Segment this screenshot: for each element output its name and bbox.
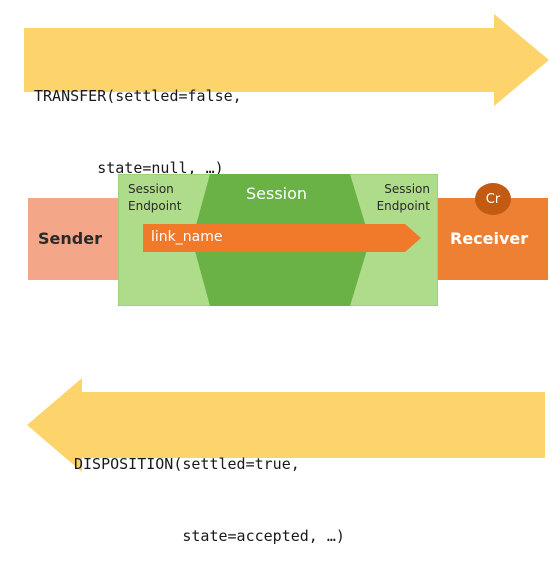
right-endpoint-label: Session Endpoint (368, 181, 430, 215)
link-arrow (143, 224, 421, 252)
left-endpoint-line-1: Session (128, 182, 174, 196)
credit-badge: Cr (475, 183, 511, 215)
transfer-arrow (24, 14, 549, 472)
sender-label: Sender (38, 229, 102, 248)
credit-badge-label: Cr (485, 191, 501, 207)
right-endpoint-line-1: Session (384, 182, 430, 196)
disposition-line-2: state=accepted, …) (74, 527, 345, 545)
transfer-text: TRANSFER(settled=false, state=null, …) (34, 36, 242, 204)
link-arrow-shape (143, 224, 421, 252)
left-endpoint-line-2: Endpoint (128, 199, 182, 213)
disposition-text: DISPOSITION(settled=true, state=accepted… (74, 404, 345, 572)
right-endpoint-line-2: Endpoint (376, 199, 430, 213)
disposition-line-1: DISPOSITION(settled=true, (74, 455, 300, 473)
receiver-label: Receiver (450, 229, 529, 248)
disposition-arrow-shape (27, 378, 545, 472)
transfer-line-2: state=null, …) (34, 159, 224, 177)
transfer-arrow-shape (24, 14, 549, 106)
transfer-line-1: TRANSFER(settled=false, (34, 87, 242, 105)
left-endpoint-label: Session Endpoint (128, 181, 181, 215)
session-label: Session (246, 184, 308, 203)
sender-box (28, 198, 120, 280)
link-label: link_name (151, 229, 223, 245)
